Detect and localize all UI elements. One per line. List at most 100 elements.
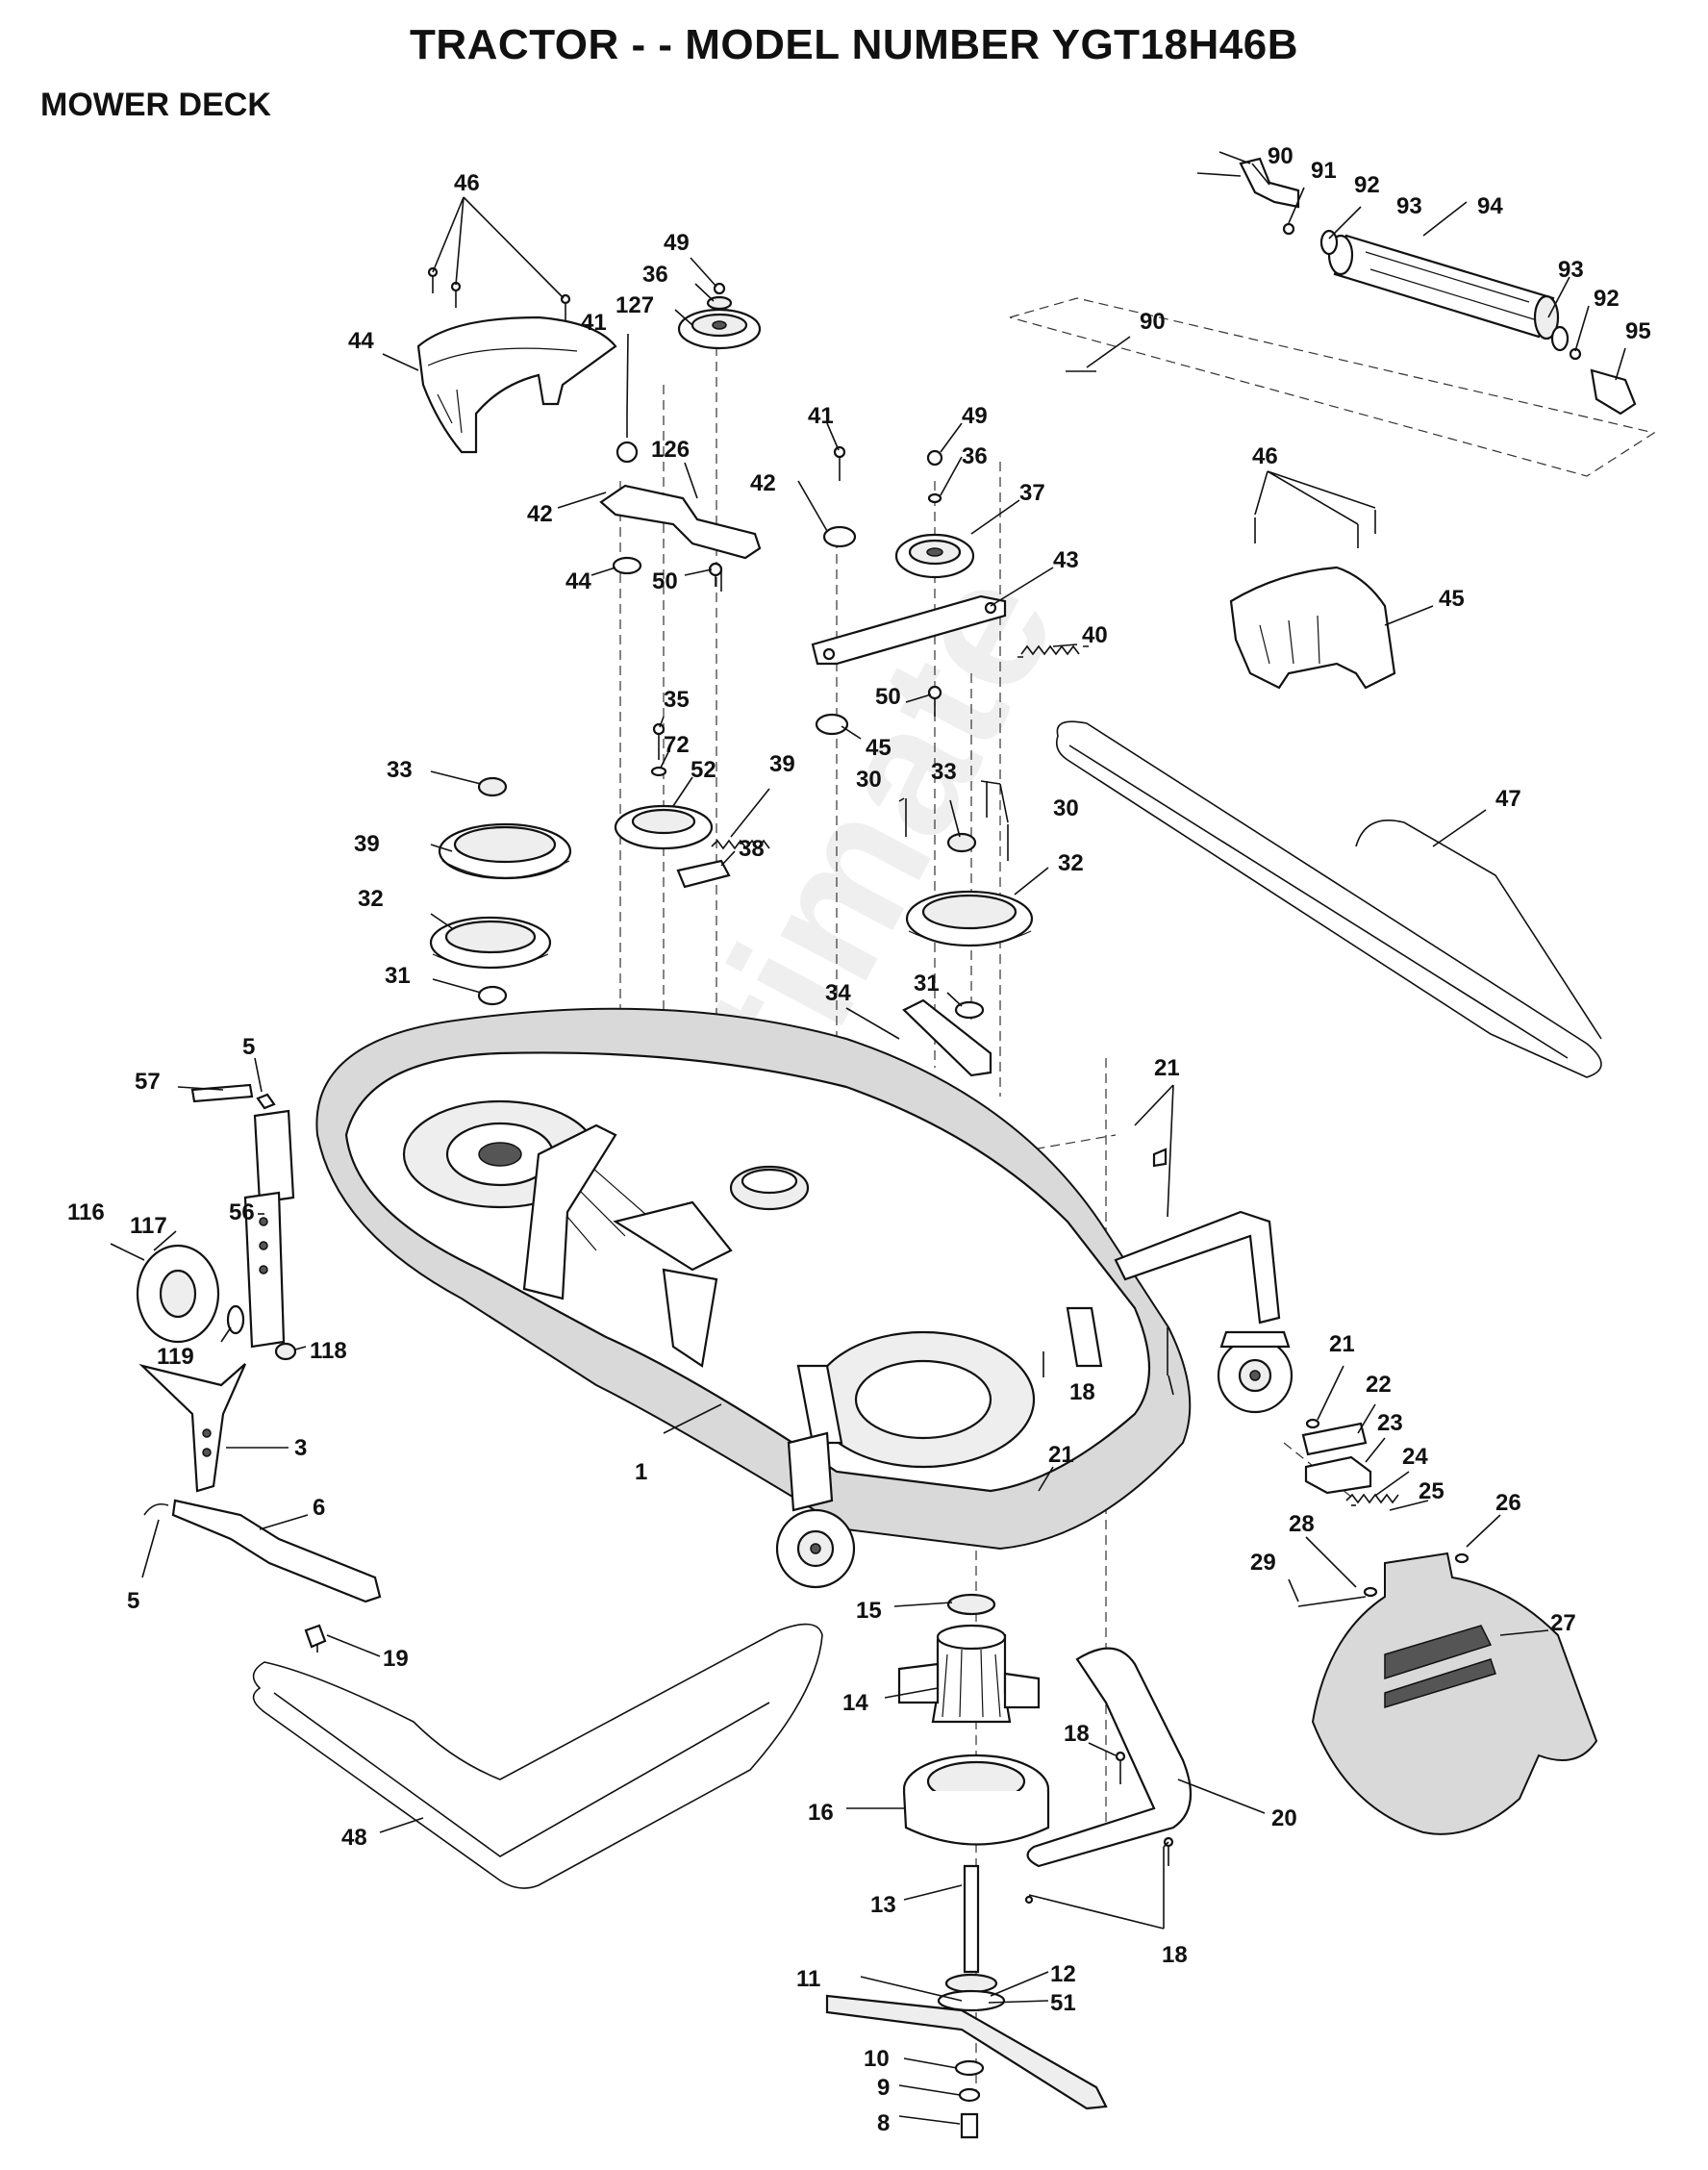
spindle-assembly [825,1593,1108,2139]
front-caster-left [775,1508,856,1589]
section-title: MOWER DECK [40,87,271,123]
callout: 56 [229,1199,255,1225]
callout: 22 [1366,1372,1392,1398]
callout: 1 [635,1459,647,1485]
spring-40-lower [711,839,770,850]
callout: 8 [877,2110,890,2136]
callout: 51 [1050,1990,1076,2016]
callout: 37 [1019,480,1045,506]
callout: 28 [1289,1511,1315,1537]
callout: 117 [130,1213,167,1239]
callout: 30 [856,767,882,793]
callout: 119 [157,1344,194,1370]
callout: 5 [127,1588,139,1614]
callout: 15 [856,1598,882,1624]
screws-46-right [1254,510,1376,548]
callout: 33 [387,757,413,783]
belt-cover-left [416,315,617,454]
pulley-127 [677,282,762,350]
callout: 41 [581,310,607,336]
callout: 42 [750,470,776,496]
callout: 126 [651,437,690,463]
pulley-32-right [905,781,1034,1020]
bracket-126 [599,414,762,587]
callout: 118 [310,1338,347,1364]
callout: 49 [664,230,690,256]
callout: 5 [242,1034,255,1060]
callout: 39 [769,751,795,777]
callout: 10 [864,2046,890,2072]
lift-bracket-3 [138,1363,247,1493]
callout: 48 [341,1825,367,1851]
callout: 12 [1050,1961,1076,1987]
callout: 11 [796,1966,820,1992]
discharge-chute-27 [1297,1552,1598,1835]
belt-47 [1055,720,1602,1078]
page-title: TRACTOR - - MODEL NUMBER YGT18H46B [410,21,1298,68]
callout: 92 [1594,286,1620,312]
callout: 9 [877,2075,890,2101]
callout: 34 [825,980,851,1006]
callout: 90 [1140,309,1166,335]
chute-bracket-20 [1024,1647,1193,1905]
callout: 42 [527,501,553,527]
callout: 57 [135,1069,161,1095]
callout: 93 [1558,257,1584,283]
callout: 40 [1082,622,1108,648]
leader-lines [141,151,1626,2125]
pulley-39 [438,776,572,880]
callout: 32 [358,886,384,912]
callout: 29 [1250,1550,1276,1576]
callout: 41 [808,403,834,429]
callout: 35 [664,687,690,713]
callout: 31 [385,963,411,989]
callout: 25 [1419,1478,1444,1504]
gauge-wheel-assembly [110,1083,297,1361]
callout: 39 [354,831,380,857]
callout: 20 [1271,1805,1297,1831]
callout: 6 [313,1495,325,1521]
hardware-50-44 [720,568,942,736]
callout: 36 [642,262,668,288]
callout: 45 [866,735,892,761]
callout: 90 [1268,143,1294,169]
callout: 21 [1154,1055,1180,1081]
callout: 32 [1058,850,1084,876]
callout: 21 [1329,1331,1355,1357]
callout: 44 [348,328,374,354]
callout: 38 [739,836,765,862]
callout: 50 [875,684,901,710]
mower-deck-housing [253,1007,1192,1551]
screws-46-left [427,266,571,320]
deflector-roller-94 [1327,234,1560,341]
callout: 23 [1377,1410,1403,1436]
callout: 50 [652,568,678,594]
callout: 13 [870,1892,896,1918]
callout: 47 [1495,786,1521,812]
pulley-32-left [429,916,552,1006]
lift-bar-6 [143,1499,382,1653]
callout: 33 [931,759,957,785]
callout: 18 [1162,1942,1188,1968]
callout: 91 [1311,158,1337,184]
callout: 21 [1048,1442,1074,1468]
callout: 14 [842,1690,868,1716]
callout: 46 [454,170,480,196]
callout: 52 [691,757,716,783]
callout: 3 [294,1435,307,1461]
idler-pulley-37 [894,449,975,579]
chute-hinge-parts [1301,1418,1399,1506]
idler-arm-43 [811,594,1007,666]
callout: 19 [383,1646,409,1672]
callout: 30 [1053,795,1079,821]
callout: 94 [1477,193,1503,219]
callout-labels: 46 44 41 49 36 127 126 42 44 50 41 42 49… [67,143,1651,2136]
callout: 49 [962,403,988,429]
callout: 92 [1354,172,1380,198]
callout: 127 [615,292,654,318]
spring-40-upper [1017,644,1089,658]
roller-hardware [1066,157,1637,416]
callout: 16 [808,1800,834,1826]
callout: 26 [1495,1490,1521,1516]
